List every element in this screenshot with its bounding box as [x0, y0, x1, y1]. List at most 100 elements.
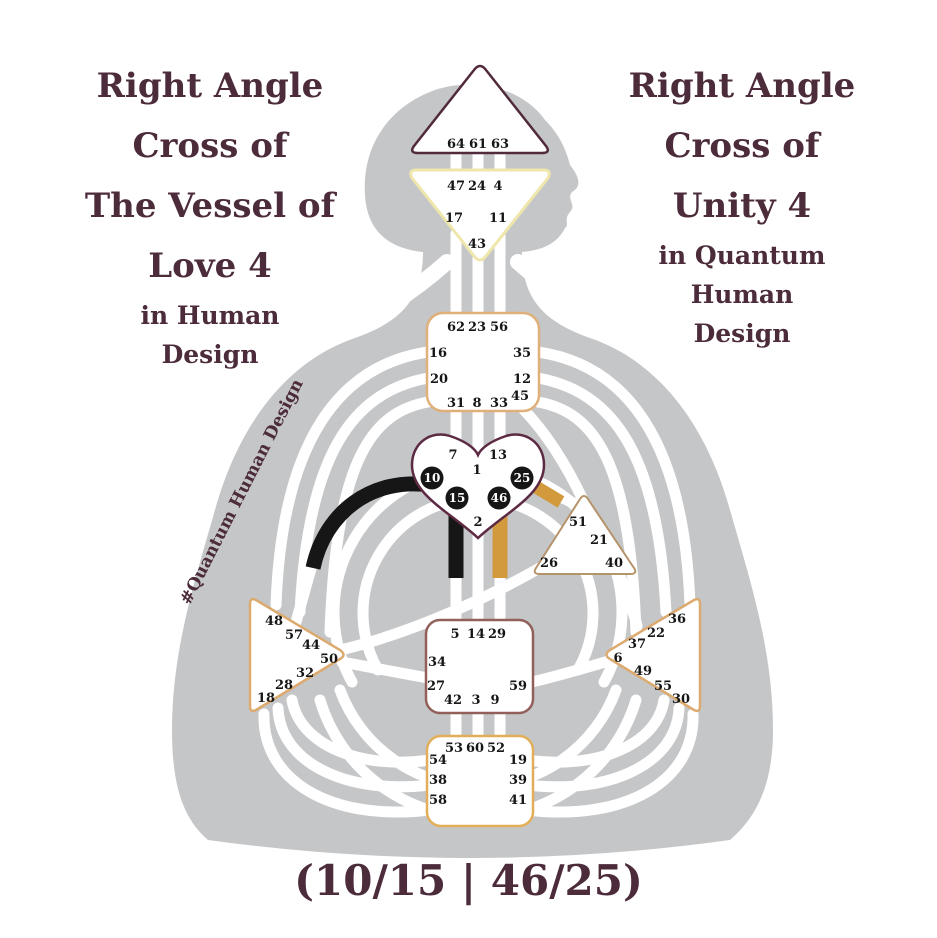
channel-track: [526, 654, 618, 688]
right-title: Right Angle Cross of Unity 4 in Quantum …: [557, 56, 927, 353]
g-center-shape: [410, 433, 546, 540]
left-title-sub-2: Design: [161, 340, 259, 369]
gate-6: 6: [613, 651, 622, 666]
highlighted-gate-15: 15: [445, 486, 469, 510]
right-title-line-1: Right Angle: [628, 66, 856, 106]
gate-62: 62: [447, 320, 465, 335]
gate-15-dot: [445, 486, 469, 510]
gate-18: 18: [257, 691, 275, 706]
cross-gates-label: (10/15 | 46/25): [294, 856, 643, 905]
left-title-line-1: Right Angle: [96, 66, 324, 106]
gate-7: 7: [448, 448, 457, 463]
highlighted-gate-25: 25: [510, 466, 534, 490]
gate-64: 64: [447, 137, 465, 152]
gate-22: 22: [647, 626, 665, 641]
gate-24: 24: [468, 179, 486, 194]
gate-8: 8: [472, 396, 481, 411]
gate-26: 26: [540, 556, 558, 571]
gate-29: 29: [488, 627, 506, 642]
gate-37: 37: [628, 637, 646, 652]
gate-59: 59: [509, 679, 527, 694]
gate-25: 25: [514, 471, 531, 485]
gate-43: 43: [468, 237, 486, 252]
channel-gate10-black: [305, 476, 432, 570]
spleen-center-shape: [248, 597, 345, 713]
gate-2: 2: [473, 515, 482, 530]
right-title-line-2: Cross of: [664, 126, 820, 166]
gate-28: 28: [275, 678, 293, 693]
gate-27: 27: [427, 679, 445, 694]
gate-63: 63: [491, 137, 509, 152]
sacral-center-shape: [424, 618, 535, 715]
channel-track: [290, 559, 318, 628]
channel-track: [336, 656, 434, 684]
gate-11: 11: [489, 211, 507, 226]
left-title-line-4: Love 4: [148, 246, 272, 286]
gate-16: 16: [429, 346, 447, 361]
gate-25-dot: [510, 466, 534, 490]
gate-41: 41: [509, 793, 527, 808]
right-title-sub-3: Design: [693, 319, 791, 348]
left-title-line-2: Cross of: [132, 126, 288, 166]
gate-13: 13: [489, 448, 507, 463]
left-title-sub-1: in Human: [140, 301, 280, 330]
highlighted-gate-46: 46: [487, 486, 511, 510]
will-center-shape: [533, 495, 637, 575]
gate-57: 57: [285, 628, 303, 643]
channel-track: [272, 702, 436, 793]
channel-track: [612, 564, 643, 632]
gate-9: 9: [490, 693, 499, 708]
channel-track: [518, 404, 589, 506]
gate-20: 20: [430, 372, 448, 387]
right-title-sub-1: in Quantum: [658, 241, 826, 270]
highlighted-gate-10: 10: [420, 466, 444, 490]
channel-track: [521, 694, 670, 768]
channel-track: [286, 694, 436, 768]
gate-58: 58: [429, 793, 447, 808]
gate-50: 50: [320, 652, 338, 667]
gate-1: 1: [472, 463, 481, 478]
head-center-shape: [410, 64, 550, 155]
gate-39: 39: [509, 773, 527, 788]
gate-14: 14: [467, 627, 485, 642]
gate-5: 5: [450, 627, 459, 642]
gate-15: 15: [449, 491, 466, 505]
gate-40: 40: [605, 556, 623, 571]
channel-track: [532, 346, 696, 611]
gate-3: 3: [471, 693, 480, 708]
gate-45: 45: [511, 389, 529, 404]
gate-35: 35: [513, 346, 531, 361]
right-title-sub-2: Human: [690, 280, 794, 309]
channel-track: [324, 396, 434, 638]
left-title: Right Angle Cross of The Vessel of Love …: [10, 56, 410, 374]
gate-61: 61: [469, 137, 487, 152]
gate-48: 48: [265, 614, 283, 629]
gate-53: 53: [445, 741, 463, 756]
gate-32: 32: [296, 666, 314, 681]
channel-track: [521, 702, 685, 793]
gate-21: 21: [590, 533, 608, 548]
gate-30: 30: [672, 692, 690, 707]
gate-60: 60: [466, 741, 484, 756]
throat-center-shape: [425, 311, 541, 413]
gate-47: 47: [447, 179, 465, 194]
channel-track: [326, 559, 551, 658]
gate-23: 23: [468, 320, 486, 335]
gate-19: 19: [509, 753, 527, 768]
gate-17: 17: [445, 211, 463, 226]
gate-10-dot: [420, 466, 444, 490]
right-title-line-3: Unity 4: [672, 186, 812, 226]
channel-track: [294, 372, 434, 618]
channel-tracks: [258, 144, 699, 823]
gate-36: 36: [668, 612, 686, 627]
gate-38: 38: [429, 773, 447, 788]
gate-34: 34: [428, 655, 446, 670]
gate-54: 54: [429, 753, 447, 768]
ajna-center-shape: [409, 168, 551, 262]
gate-33: 33: [490, 396, 508, 411]
solar-plexus-center-shape: [605, 597, 702, 713]
gate-42: 42: [444, 693, 462, 708]
gate-52: 52: [487, 741, 505, 756]
